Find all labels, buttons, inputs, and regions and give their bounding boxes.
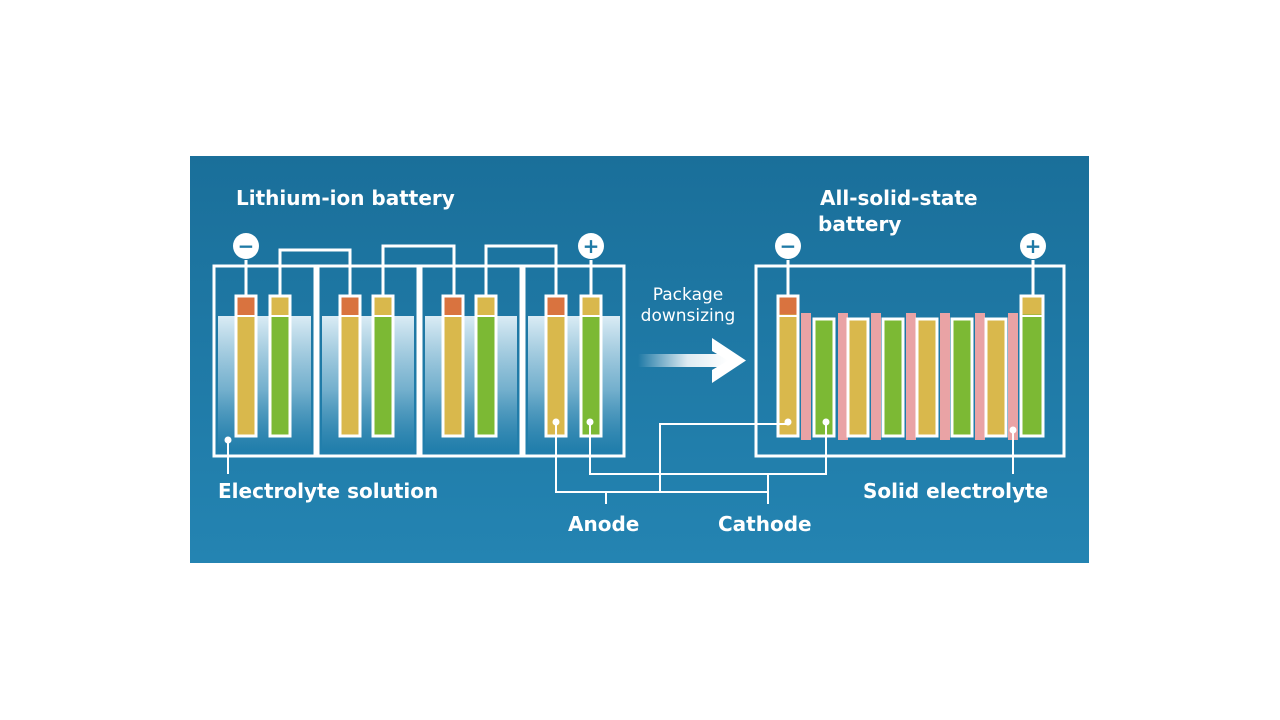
cell	[212, 264, 317, 458]
lithium-ion-title: Lithium-ion battery	[236, 186, 455, 210]
cell-casing	[419, 264, 523, 458]
cell-connectors	[278, 244, 558, 296]
battery-comparison-diagram: Lithium-ion battery	[190, 156, 1089, 563]
positive-terminal: +	[1020, 233, 1046, 259]
anode-plate	[776, 294, 800, 438]
negative-terminal: −	[233, 233, 259, 259]
negative-sign: −	[780, 234, 797, 258]
solid-state-title-line2: battery	[818, 212, 901, 236]
electrode-stack	[776, 294, 1045, 438]
solid-state-title-line1: All-solid-state	[820, 186, 978, 210]
solid-electrolyte-layer	[906, 313, 916, 440]
cathode-plate	[1019, 294, 1045, 438]
cell-casing	[316, 264, 420, 458]
anode-dot	[784, 418, 792, 426]
solid-electrolyte-layer	[801, 313, 811, 440]
plus-icon	[578, 233, 604, 259]
terminal-tab	[1022, 297, 1042, 315]
cell-casing	[522, 264, 626, 458]
minus-icon	[233, 233, 259, 259]
cell	[419, 264, 523, 458]
cathode-plate	[371, 294, 395, 438]
terminal-tab	[237, 297, 255, 316]
cathode-dot	[586, 418, 594, 426]
arrow-label-line2: downsizing	[641, 306, 736, 326]
cell-connector	[381, 244, 456, 296]
positive-terminal: +	[578, 233, 604, 259]
positive-sign: +	[1025, 234, 1042, 258]
solid-electrolyte-label: Solid electrolyte	[863, 479, 1048, 503]
anode-label: Anode	[568, 512, 639, 536]
lithium-ion-battery: Lithium-ion battery	[212, 186, 626, 503]
negative-sign: −	[238, 234, 255, 258]
cell	[316, 264, 420, 458]
minus-icon	[775, 233, 801, 259]
solid-battery-casing	[754, 264, 1066, 458]
cell-connector	[278, 248, 352, 296]
electrolyte-solution	[322, 316, 414, 450]
solid-electrolyte-layer	[1008, 313, 1018, 440]
electrolyte-solution-label: Electrolyte solution	[218, 479, 438, 503]
solid-electrolyte-layers	[801, 313, 1018, 440]
terminal-tab	[477, 297, 495, 316]
terminal-tab	[374, 297, 392, 316]
solid-electrolyte-layer	[975, 313, 985, 440]
electrolyte-solution	[528, 316, 620, 450]
anode-plate	[846, 317, 870, 438]
diagram-canvas: Lithium-ion battery	[212, 186, 1066, 536]
leader-dots	[552, 418, 830, 426]
arrow-right-icon	[712, 338, 746, 383]
cathode-plate	[950, 317, 974, 438]
anode-plate	[234, 294, 258, 438]
cathode-dot	[822, 418, 830, 426]
anode-plate	[338, 294, 362, 438]
electrolyte-solution	[218, 316, 311, 450]
cathode-leader-line	[589, 422, 827, 475]
terminal-tab	[444, 297, 462, 316]
plus-icon	[1020, 233, 1046, 259]
negative-terminal: −	[775, 233, 801, 259]
anode-dot	[552, 418, 560, 426]
cathode-plate	[268, 294, 292, 438]
terminal-tab	[779, 297, 797, 315]
arrow-shaft	[638, 354, 728, 367]
cathode-label: Cathode	[718, 512, 812, 536]
package-downsizing-arrow: Package downsizing	[638, 285, 746, 383]
cell-casing	[212, 264, 317, 458]
positive-sign: +	[583, 234, 600, 258]
cell-connector	[484, 244, 558, 296]
terminal-tab	[547, 297, 565, 316]
solid-electrolyte-layer	[871, 313, 881, 440]
all-solid-state-battery: All-solid-state battery	[754, 186, 1066, 503]
anode-plate	[984, 317, 1008, 438]
cathode-plate	[474, 294, 498, 438]
terminal-tab	[271, 297, 289, 316]
electrolyte-solution	[425, 316, 517, 450]
anode-plate	[441, 294, 465, 438]
solid-electrolyte-layer	[838, 313, 848, 440]
solid-electrolyte-layer	[940, 313, 950, 440]
cathode-plate	[812, 317, 836, 438]
arrow-label-line1: Package	[653, 285, 723, 305]
terminal-tab	[341, 297, 359, 316]
anode-plate	[915, 317, 939, 438]
cathode-plate	[881, 317, 905, 438]
cell	[522, 264, 626, 458]
terminal-tab	[582, 297, 600, 316]
